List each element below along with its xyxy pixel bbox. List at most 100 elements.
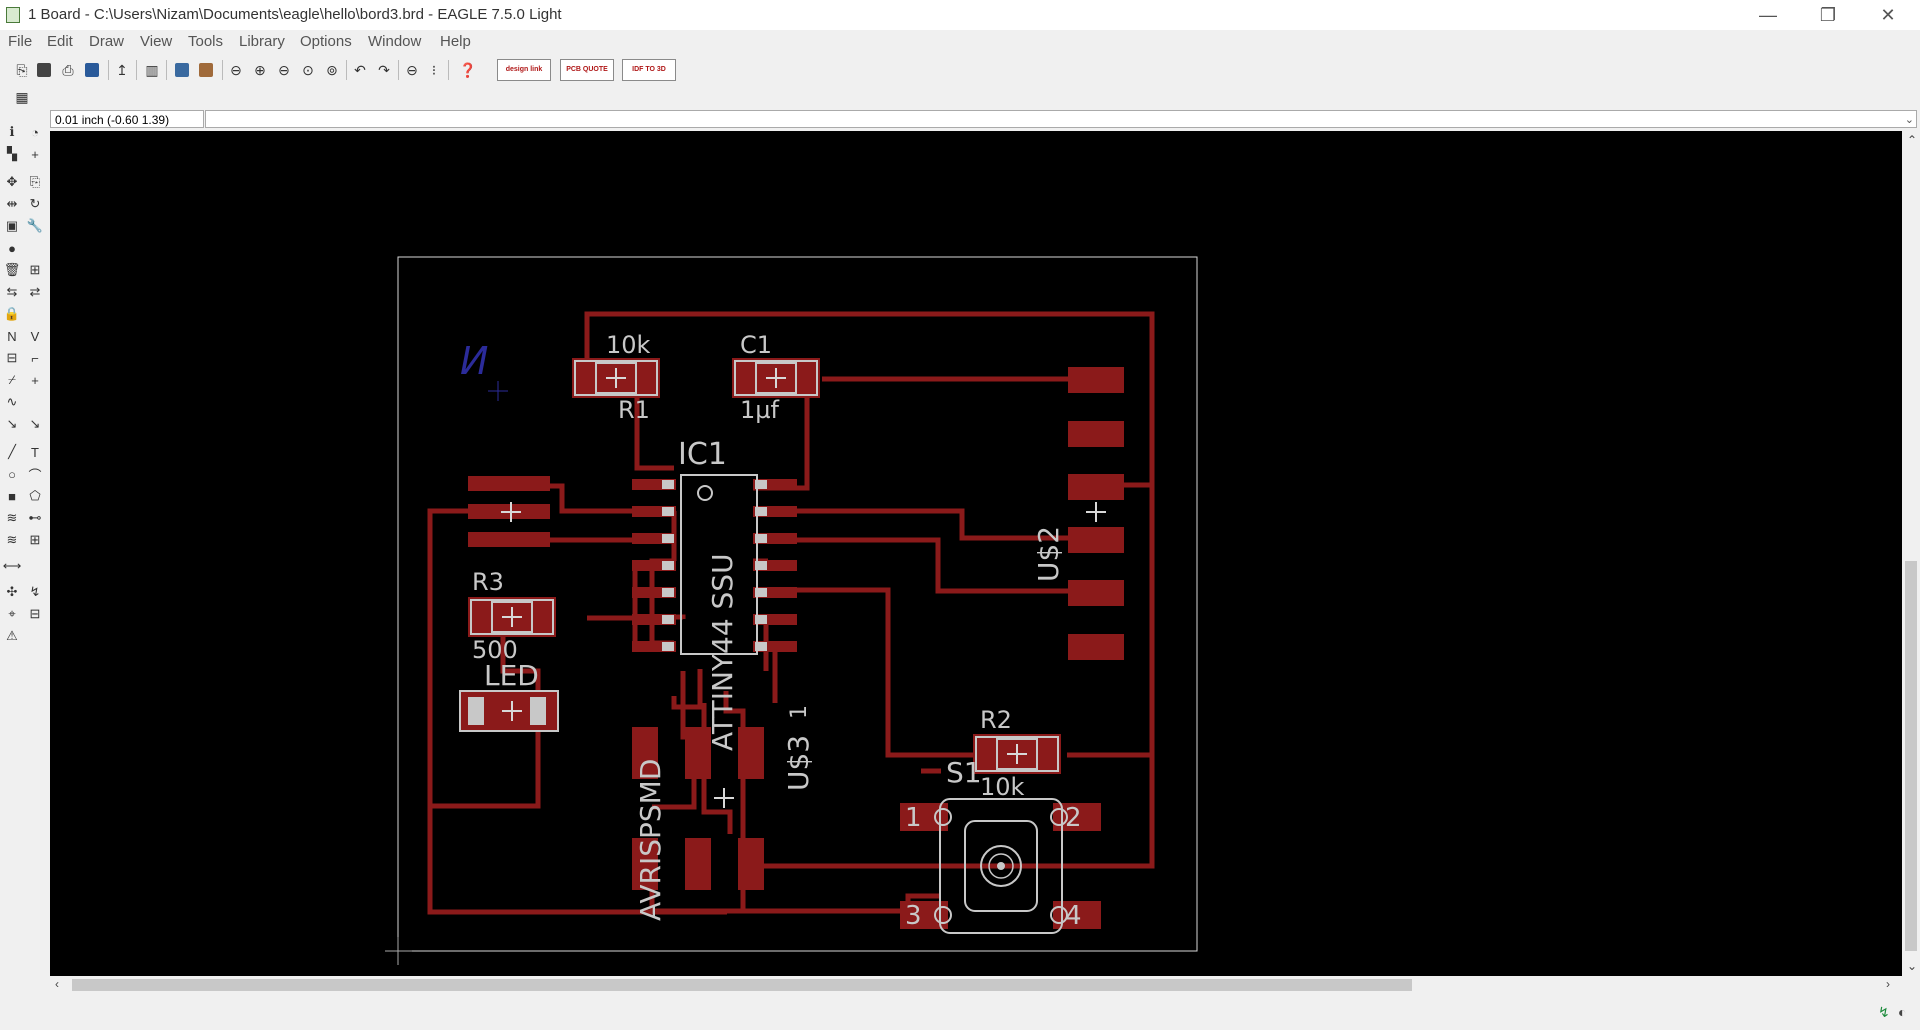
ripup-icon[interactable]: ↘ (29, 416, 41, 431)
c1-part: C1 1µf (732, 331, 820, 424)
wire-icon[interactable]: ╱ (8, 444, 16, 459)
design-link-button[interactable]: design link (497, 59, 551, 81)
board-drawing: 10k R1 C1 1µf И U$2 (385, 256, 1198, 965)
warning-icon[interactable]: ⚠ (6, 628, 18, 643)
menu-options[interactable]: Options (300, 33, 352, 50)
main-toolbar: ⎘ ⎙ ↥ ▥ ⊖ ⊕ ⊖ ⊙ ⊚ ↶ ↷ ⊖ ⁝ ❓ design link … (0, 54, 1920, 87)
text-icon[interactable]: T (31, 444, 39, 460)
mirror-icon[interactable]: ⇹ (6, 196, 18, 211)
autorouter-icon[interactable]: ↯ (29, 584, 41, 599)
optimize-icon[interactable]: + (31, 372, 39, 388)
name-icon[interactable]: N (7, 328, 17, 344)
s1-part: S1 1 2 3 4 (900, 756, 1101, 934)
cam-icon[interactable] (82, 60, 102, 80)
layer-icon[interactable] (196, 60, 216, 80)
minimize-button[interactable]: — (1759, 4, 1777, 25)
lock-icon[interactable]: 🔒 (3, 306, 21, 321)
menu-window[interactable]: Window (368, 33, 422, 50)
paste-icon[interactable]: ● (8, 240, 16, 256)
command-input[interactable]: ⌄ (205, 110, 1917, 128)
menu-library[interactable]: Library (239, 33, 285, 50)
menu-tools[interactable]: Tools (188, 33, 224, 50)
restore-button[interactable]: ❐ (1819, 4, 1837, 25)
split-icon[interactable]: ⌿ (8, 372, 16, 387)
value-icon[interactable]: V (30, 328, 40, 344)
save-icon[interactable] (34, 60, 54, 80)
led-name: LED (484, 659, 539, 692)
route-icon[interactable]: ↘ (6, 416, 18, 431)
r2-part: R2 10k (973, 706, 1061, 801)
arc-icon[interactable]: ⌒ (28, 467, 42, 483)
open-icon[interactable]: ⎘ (16, 61, 28, 78)
pcb-quote-button[interactable]: PCB QUOTE (560, 59, 614, 81)
ulp-icon[interactable]: ▥ (145, 61, 159, 78)
copy-icon[interactable]: ⎘ (29, 174, 41, 189)
mark-icon[interactable]: + (31, 146, 39, 162)
zoom-fit-icon[interactable]: ⊖ (230, 61, 242, 78)
signal-icon[interactable]: ⊷ (28, 510, 42, 525)
zoom-out-icon[interactable]: ⊖ (278, 61, 290, 78)
close-button[interactable]: ✕ (1880, 4, 1896, 25)
miter-icon[interactable]: ⌐ (31, 350, 39, 366)
add-icon[interactable]: ⊞ (29, 262, 41, 277)
vertical-scroll-thumb[interactable] (1905, 561, 1917, 951)
change-icon[interactable]: 🔧 (26, 218, 44, 233)
rect-icon[interactable]: ■ (8, 488, 16, 504)
scroll-up-icon[interactable]: ⌃ (1907, 133, 1918, 147)
dimension-icon[interactable]: ⟷ (2, 558, 22, 573)
ratsnest-icon[interactable]: ✣ (6, 584, 18, 599)
show-icon[interactable]: ◔ (31, 124, 39, 140)
scroll-left-icon[interactable]: ‹ (55, 977, 59, 991)
menu-help[interactable]: Help (440, 33, 471, 50)
c1-name: C1 (740, 331, 772, 359)
rotate-icon[interactable]: ↻ (29, 196, 41, 211)
stop-status-icon[interactable]: ◐ (1898, 1004, 1907, 1020)
errors-icon[interactable]: ⊟ (29, 606, 41, 621)
board-outline (397, 256, 1198, 952)
sch-icon[interactable] (172, 60, 192, 80)
undo-icon[interactable]: ↶ (354, 61, 366, 78)
scroll-down-icon[interactable]: ⌄ (1907, 959, 1918, 973)
replace-icon[interactable]: ⇆ (6, 284, 18, 299)
idf-to-3d-button[interactable]: IDF TO 3D (622, 59, 676, 81)
go-status-icon[interactable]: ↯ (1878, 1004, 1890, 1020)
zoom-in-icon[interactable]: ⊕ (254, 61, 266, 78)
smash-icon[interactable]: ⊟ (6, 350, 18, 365)
go-icon[interactable]: ⁝ (431, 61, 437, 78)
print-icon[interactable]: ⎙ (62, 61, 74, 78)
horizontal-scroll-thumb[interactable] (72, 979, 1412, 991)
attribute-icon[interactable]: ⊞ (29, 532, 41, 547)
horizontal-scrollbar[interactable]: ‹ › (50, 976, 1902, 994)
circle-icon[interactable]: ○ (8, 466, 16, 482)
help-icon[interactable]: ❓ (459, 61, 477, 78)
menu-file[interactable]: File (8, 33, 33, 50)
menu-view[interactable]: View (140, 33, 173, 50)
menu-draw[interactable]: Draw (89, 33, 125, 50)
via-icon[interactable]: ≋ (6, 510, 18, 525)
vertical-scrollbar[interactable]: ⌃ ⌄ (1902, 131, 1920, 976)
avr-part: AVRISPSMD U$3 1 (632, 705, 815, 921)
zoom-redraw-icon[interactable]: ⊙ (302, 61, 314, 78)
stop-icon[interactable]: ⊖ (406, 61, 418, 78)
info-icon[interactable]: ℹ (9, 124, 15, 139)
u2-part: U$2 (1032, 367, 1124, 660)
hole-icon[interactable]: ≋ (6, 532, 18, 547)
polygon-icon[interactable]: ⬠ (29, 488, 41, 503)
ic1-name: IC1 (678, 437, 727, 472)
delete-icon[interactable]: 🗑 (3, 262, 21, 277)
pinswap-icon[interactable]: ⇄ (29, 284, 41, 299)
meander-icon[interactable]: ∿ (6, 394, 18, 409)
zoom-select-icon[interactable]: ⊚ (326, 61, 338, 78)
chevron-down-icon[interactable]: ⌄ (1904, 114, 1914, 126)
grid-icon[interactable]: ▦ (15, 88, 29, 105)
group-icon[interactable]: ▣ (5, 218, 19, 233)
board-canvas[interactable]: 10k R1 C1 1µf И U$2 (50, 131, 1902, 976)
scroll-right-icon[interactable]: › (1886, 977, 1890, 991)
redo-icon[interactable]: ↷ (378, 61, 390, 78)
script-icon[interactable]: ↥ (116, 61, 128, 78)
drc-icon[interactable]: ⌖ (8, 606, 16, 621)
display-icon[interactable]: ▚ (7, 146, 17, 161)
menu-edit[interactable]: Edit (47, 33, 73, 50)
ic1-part: IC1 ATTINY44 SSU (632, 437, 797, 751)
move-icon[interactable]: ✥ (6, 174, 18, 189)
